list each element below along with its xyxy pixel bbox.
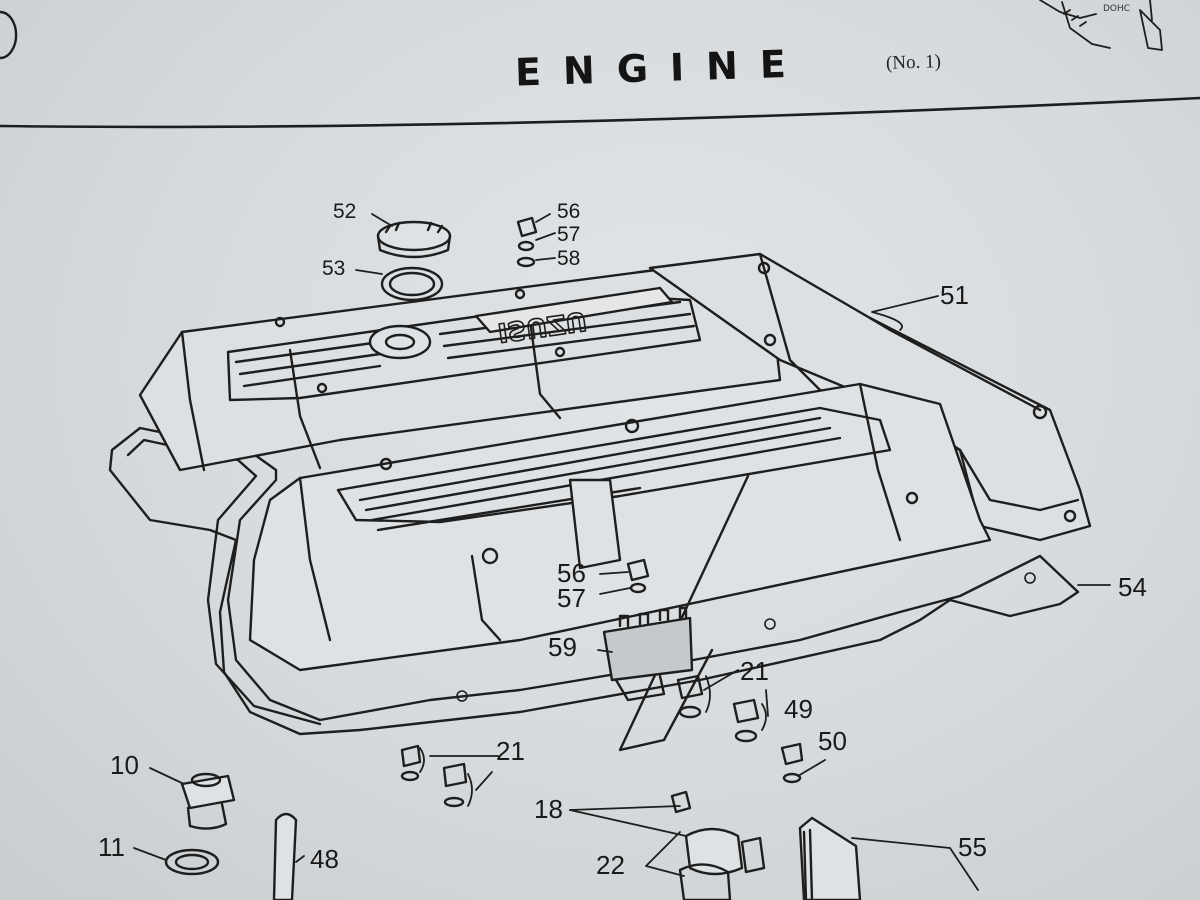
bolt-48 [272,812,298,900]
leader-lines [133,213,1111,891]
nut-washer-set-top [516,216,538,268]
callout-56-top: 56 [557,200,581,223]
callout-21-left: 21 [496,736,525,766]
callout-49: 49 [784,694,813,724]
callout-18: 18 [534,794,563,824]
corner-label: DOHC [1103,4,1131,14]
oil-filler-neck [368,324,432,360]
callout-55: 55 [958,832,987,862]
callout-56-mid: 56 [557,558,586,588]
washer-53 [380,266,444,302]
callout-54: 54 [1118,572,1147,602]
callout-48: 48 [310,844,339,874]
plate-55 [798,816,862,900]
nut-set-21 [400,674,804,808]
callout-59: 59 [548,632,577,662]
callout-50: 50 [818,726,847,756]
callout-57-top: 57 [557,223,581,246]
nut-washer-set-mid [626,558,650,594]
drain-plug-10 [180,772,236,830]
filler-cap-52 [376,220,452,259]
callout-22: 22 [596,850,625,880]
washer-11 [164,848,220,876]
callout-10: 10 [110,750,139,780]
callout-21-right: 21 [740,656,769,686]
rocker-cover-front [248,382,992,752]
callout-52: 52 [333,200,357,223]
callout-53: 53 [322,257,346,280]
callout-11: 11 [98,832,125,862]
header-rule-line [0,96,1200,129]
corner-circle-fragment [0,10,18,60]
baffle-plate-59 [602,606,694,702]
valve-sketch-icon [1039,0,1163,51]
callout-58: 58 [557,247,581,270]
callout-57-mid: 57 [557,583,586,613]
callout-51: 51 [940,280,969,310]
dowel-and-sleeve-set [670,790,766,900]
